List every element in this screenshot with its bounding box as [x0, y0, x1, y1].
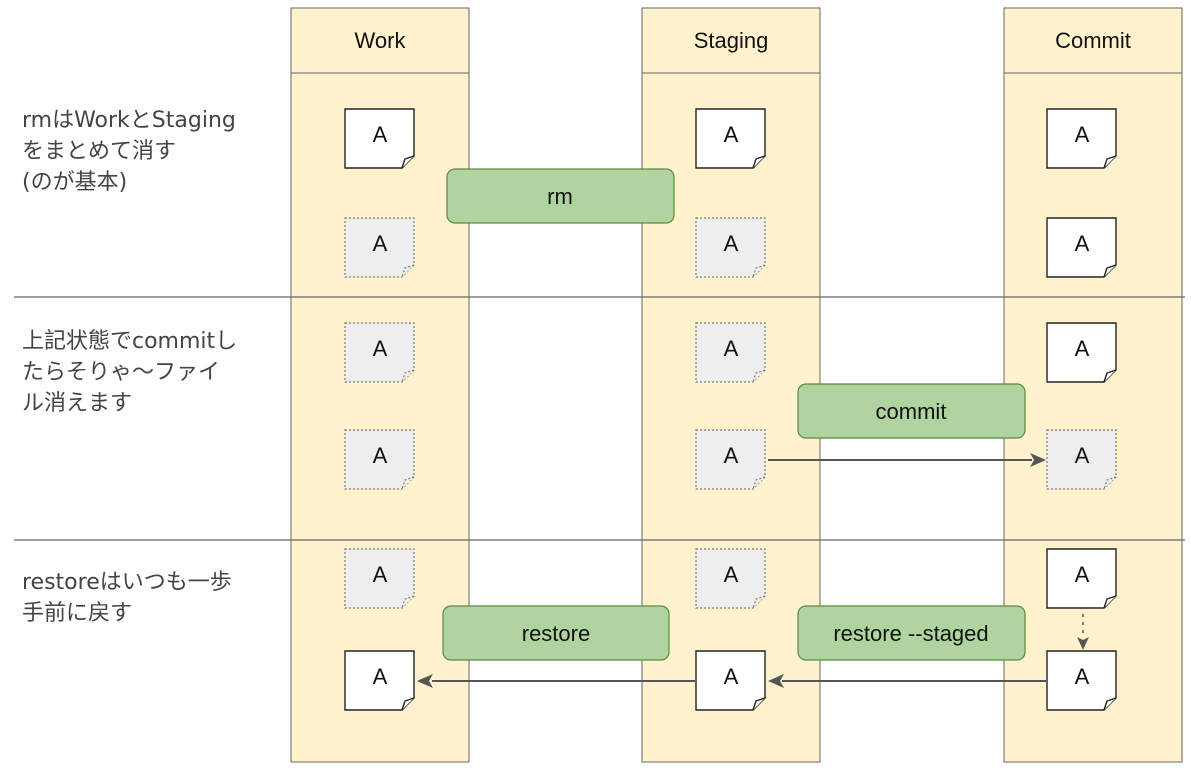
staging-file-deleted-icon: A	[695, 429, 766, 490]
staging-file-deleted-icon: A	[695, 217, 766, 278]
restore-staged-arrow	[768, 674, 1047, 688]
commit-action-label: commit	[876, 399, 947, 424]
commit-action[interactable]: commit	[797, 383, 1026, 439]
restore-action-label: restore	[522, 621, 590, 646]
row-rm-label: rmはWorkとStaging をまとめて消す (のが基本)	[22, 108, 243, 195]
file-label: A	[373, 443, 388, 468]
file-label: A	[373, 336, 388, 361]
commit-to-staging-dotted-arrow	[1077, 614, 1089, 650]
commit-file-icon: A	[1046, 217, 1117, 278]
commit-file-icon: A	[1046, 650, 1117, 711]
file-label: A	[1075, 231, 1090, 256]
file-label: A	[373, 122, 388, 147]
file-label: A	[373, 664, 388, 689]
work-file-icon: A	[344, 108, 415, 169]
row-restore-label-line: 手前に戻す	[22, 601, 132, 626]
file-label: A	[1075, 664, 1090, 689]
work-column-title: Work	[355, 28, 407, 53]
row-commit-label-line: 上記状態でcommitし	[22, 329, 237, 354]
file-label: A	[1075, 443, 1090, 468]
restore-staged-action[interactable]: restore --staged	[797, 605, 1026, 661]
file-label: A	[724, 443, 739, 468]
work-file-deleted-icon: A	[344, 322, 415, 383]
restore-staged-action-label: restore --staged	[833, 621, 988, 646]
work-file-deleted-icon: A	[344, 217, 415, 278]
rm-action-label: rm	[547, 184, 573, 209]
row-commit-label-line: ル消えます	[22, 391, 132, 416]
file-label: A	[1075, 336, 1090, 361]
row-rm-label-line: をまとめて消す	[22, 139, 176, 164]
row-rm-label-line: (のが基本)	[22, 170, 127, 195]
commit-arrow	[768, 453, 1046, 467]
file-label: A	[1075, 122, 1090, 147]
staging-file-restored-icon: A	[695, 650, 766, 711]
row-commit-label-line: たらそりゃ〜ファイ	[22, 360, 220, 385]
file-label: A	[724, 122, 739, 147]
file-label: A	[373, 562, 388, 587]
work-file-deleted-icon: A	[344, 548, 415, 609]
file-icons: A A A A A A A A A A A A A A A A A A	[344, 108, 1117, 711]
row-restore-label-line: restoreはいつも一歩	[22, 570, 232, 595]
commit-file-deleted-icon: A	[1046, 429, 1117, 490]
commit-file-icon: A	[1046, 322, 1117, 383]
commit-file-icon: A	[1046, 108, 1117, 169]
rm-action[interactable]: rm	[446, 168, 675, 224]
work-file-deleted-icon: A	[344, 429, 415, 490]
staging-file-deleted-icon: A	[695, 548, 766, 609]
restore-arrow	[417, 674, 695, 688]
row-rm-label-line: rmはWorkとStaging	[22, 108, 236, 133]
commit-file-icon: A	[1046, 548, 1117, 609]
commit-column-title: Commit	[1055, 28, 1131, 53]
file-label: A	[724, 336, 739, 361]
staging-file-deleted-icon: A	[695, 322, 766, 383]
file-label: A	[1075, 562, 1090, 587]
staging-file-icon: A	[695, 108, 766, 169]
file-label: A	[724, 231, 739, 256]
row-restore-label: restoreはいつも一歩 手前に戻す	[22, 570, 239, 626]
file-label: A	[724, 664, 739, 689]
file-label: A	[724, 562, 739, 587]
restore-action[interactable]: restore	[442, 605, 670, 661]
row-commit-label: 上記状態でcommitし たらそりゃ〜ファイ ル消えます	[22, 329, 244, 416]
file-label: A	[373, 231, 388, 256]
staging-column-title: Staging	[694, 28, 769, 53]
work-file-restored-icon: A	[344, 650, 415, 711]
